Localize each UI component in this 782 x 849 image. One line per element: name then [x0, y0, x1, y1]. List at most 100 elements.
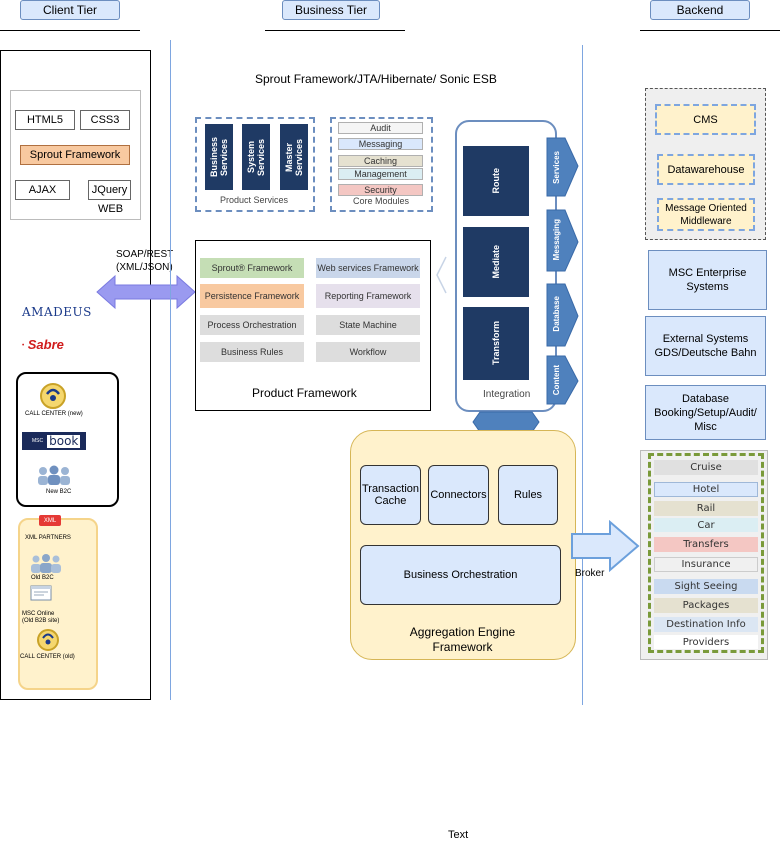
- core-modules-caption: Core Modules: [353, 196, 410, 206]
- workflow-cell: Workflow: [316, 342, 420, 362]
- broker-arrow: [571, 520, 640, 572]
- footer-text: Text: [448, 829, 469, 841]
- client-tier-rule: [0, 30, 140, 31]
- core-modules-panel: [330, 117, 433, 212]
- external-systems-box: External Systems GDS/Deutsche Bahn: [645, 316, 766, 376]
- provider-rail: Rail: [654, 501, 758, 516]
- old-b2c-people-icon: [31, 554, 61, 573]
- sabre-dot-icon: •: [22, 342, 25, 349]
- xml-badge-icon: XML: [39, 515, 61, 526]
- jquery-tag: JQuery: [88, 180, 131, 200]
- old-b2c-label: Old B2C: [31, 575, 54, 581]
- route-label: Route: [491, 168, 501, 194]
- cms-box: CMS: [655, 104, 756, 135]
- product-services-caption: Product Services: [220, 195, 289, 205]
- call-center-old-label: CALL CENTER (old): [20, 654, 75, 660]
- provider-transfers: Transfers: [654, 537, 758, 552]
- mom-box: Message Oriented Middleware: [657, 198, 755, 231]
- soap-double-arrow: [96, 274, 196, 310]
- sabre-logo: • Sabre: [22, 337, 64, 352]
- rules-box: Rules: [498, 465, 558, 525]
- business-services-label: Business Services: [209, 136, 229, 178]
- route-stage: Route: [463, 146, 529, 216]
- soap-rest-label: SOAP/REST (XML/JSON): [116, 249, 174, 273]
- database-box: Database Booking/Setup/Audit/ Misc: [645, 385, 766, 440]
- business-rules-cell: Business Rules: [200, 342, 304, 362]
- new-channels-panel: [16, 372, 119, 507]
- audit-module: Audit: [338, 122, 423, 134]
- msc-online-label: MSC Online (Old B2B site): [22, 611, 60, 624]
- transaction-cache-box: Transaction Cache: [360, 465, 421, 525]
- business-orchestration-label: Business Orchestration: [403, 569, 518, 581]
- content-arrow-label: Content: [551, 364, 561, 396]
- msc-book-logo: MSC book: [22, 432, 86, 450]
- master-services-box: Master Services: [280, 124, 308, 190]
- web-label: WEB: [98, 203, 124, 215]
- provider-car: Car: [654, 518, 758, 532]
- connectors-label: Connectors: [430, 489, 487, 501]
- transform-stage: Transform: [463, 307, 529, 380]
- business-right-divider: [582, 45, 583, 705]
- msc-enterprise-box: MSC Enterprise Systems: [648, 250, 767, 310]
- business-services-box: Business Services: [205, 124, 233, 190]
- call-center-new-label: CALL CENTER (new): [25, 411, 83, 417]
- client-tier-header: Client Tier: [20, 0, 120, 20]
- datawarehouse-box: Datawarehouse: [657, 154, 755, 185]
- amadeus-logo: AMADEUS: [22, 305, 92, 319]
- master-services-label: Master Services: [284, 138, 304, 176]
- new-b2c-label: New B2C: [46, 489, 72, 495]
- business-tier-header: Business Tier: [282, 0, 380, 20]
- reporting-framework-cell: Reporting Framework: [316, 284, 420, 308]
- call-center-old-icon: [37, 629, 59, 651]
- process-orchestration-cell: Process Orchestration: [200, 315, 304, 335]
- system-services-label: System Services: [246, 138, 266, 176]
- sprout-esb-label: Sprout Framework/JTA/Hibernate/ Sonic ES…: [255, 72, 497, 86]
- aggregation-title: Aggregation Engine Framework: [409, 625, 516, 654]
- call-center-icon: [40, 383, 66, 409]
- msc-book-prefix: MSC: [32, 438, 44, 444]
- html5-tag: HTML5: [15, 110, 75, 130]
- provider-hotel: Hotel: [654, 482, 758, 497]
- integration-arrows: [546, 137, 579, 405]
- business-tier-rule: [265, 30, 405, 31]
- legacy-channels-panel: [18, 518, 98, 690]
- transform-label: Transform: [491, 321, 501, 366]
- provider-providers: Providers: [654, 635, 758, 649]
- faint-chevron-icon: [436, 256, 447, 294]
- sprout-framework-cell: Sprout® Framework: [200, 258, 304, 278]
- integration-caption: Integration: [483, 389, 531, 400]
- security-module: Security: [338, 184, 423, 196]
- business-left-divider: [170, 40, 171, 700]
- provider-cruise: Cruise: [654, 460, 758, 475]
- msc-book-label: book: [47, 433, 81, 448]
- sabre-label: Sabre: [27, 337, 64, 352]
- provider-insurance: Insurance: [654, 557, 758, 572]
- xml-partners-label: XML PARTNERS: [25, 535, 71, 541]
- ajax-tag: AJAX: [15, 180, 70, 200]
- messaging-arrow-label: Messaging: [551, 219, 561, 261]
- caching-module: Caching: [338, 155, 423, 167]
- sprout-framework-tag: Sprout Framework: [20, 145, 130, 165]
- management-module: Management: [338, 168, 423, 180]
- services-arrow-label: Services: [551, 150, 561, 184]
- new-b2c-people-icon: [38, 465, 70, 485]
- product-services-panel: [195, 117, 315, 212]
- database-arrow-label: Database: [551, 296, 561, 332]
- provider-destination-info: Destination Info: [654, 617, 758, 632]
- broker-label: Broker: [575, 568, 605, 579]
- web-services-framework-cell: Web services Framework: [316, 258, 420, 278]
- connectors-box: Connectors: [428, 465, 489, 525]
- mediate-stage: Mediate: [463, 227, 529, 297]
- product-framework-title: Product Framework: [252, 386, 357, 400]
- css3-tag: CSS3: [80, 110, 130, 130]
- persistence-framework-cell: Persistence Framework: [200, 284, 304, 308]
- mediate-label: Mediate: [491, 245, 501, 279]
- provider-packages: Packages: [654, 598, 758, 613]
- transaction-cache-label: Transaction Cache: [361, 483, 420, 507]
- messaging-module: Messaging: [338, 138, 423, 150]
- business-orchestration-box: Business Orchestration: [360, 545, 561, 605]
- state-machine-cell: State Machine: [316, 315, 420, 335]
- provider-sight-seeing: Sight Seeing: [654, 579, 758, 594]
- browser-window-icon: [30, 585, 52, 601]
- backend-header: Backend: [650, 0, 750, 20]
